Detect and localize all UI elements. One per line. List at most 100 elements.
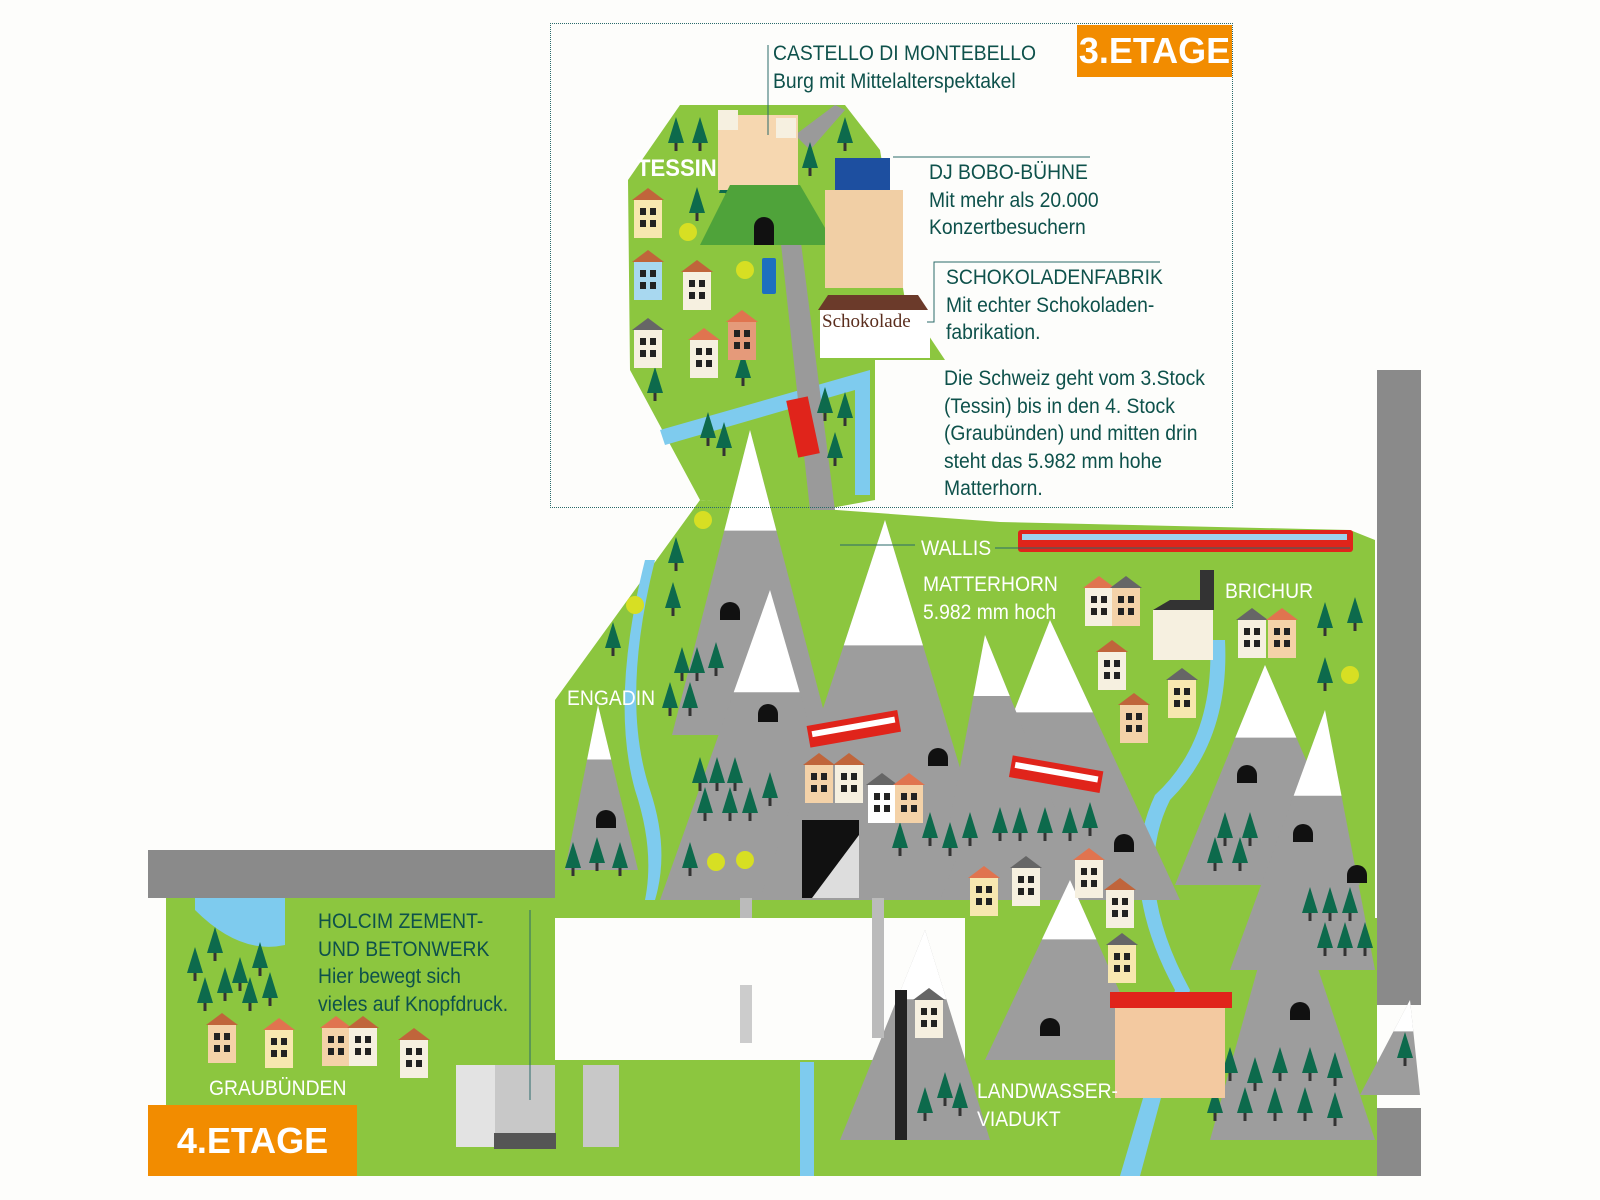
window bbox=[328, 1048, 334, 1055]
tree-trunk bbox=[1213, 863, 1217, 871]
holcim-title-2: UND BETONWERK bbox=[318, 937, 490, 961]
house-roof bbox=[833, 753, 865, 765]
tree-trunk bbox=[653, 393, 657, 401]
window bbox=[640, 270, 646, 277]
tree-trunk bbox=[571, 868, 575, 876]
callout-castello: CASTELLO DI MONTEBELLO Burg mit Mittelal… bbox=[773, 40, 1036, 95]
tree bbox=[197, 977, 213, 1003]
tree-trunk bbox=[823, 413, 827, 421]
house-roof bbox=[1083, 576, 1115, 588]
window bbox=[931, 1020, 937, 1027]
church-roof bbox=[1153, 600, 1213, 610]
window bbox=[901, 793, 907, 800]
tree-trunk bbox=[1323, 683, 1327, 691]
tree-trunk bbox=[1403, 1058, 1407, 1066]
window bbox=[271, 1038, 277, 1045]
bobo-text-1: Mit mehr als 20.000 bbox=[929, 188, 1099, 212]
tree bbox=[762, 772, 778, 798]
window bbox=[650, 220, 656, 227]
window bbox=[640, 350, 646, 357]
window bbox=[355, 1036, 361, 1043]
yellow-tree bbox=[626, 596, 644, 614]
tree-trunk bbox=[733, 783, 737, 791]
snow-cap bbox=[1041, 880, 1097, 940]
window bbox=[1126, 725, 1132, 732]
tree-trunk bbox=[741, 378, 745, 386]
house-roof bbox=[803, 753, 835, 765]
window bbox=[1114, 672, 1120, 679]
window bbox=[901, 805, 907, 812]
mountain bbox=[565, 705, 638, 870]
window bbox=[281, 1038, 287, 1045]
bobo-stage bbox=[835, 158, 890, 193]
window bbox=[650, 350, 656, 357]
tree-trunk bbox=[1228, 1073, 1232, 1081]
tree bbox=[735, 352, 751, 378]
road bbox=[780, 235, 835, 510]
tree bbox=[242, 977, 258, 1003]
window bbox=[1254, 640, 1260, 647]
house-roof bbox=[320, 1016, 352, 1028]
window bbox=[406, 1060, 412, 1067]
window bbox=[874, 805, 880, 812]
window bbox=[1174, 700, 1180, 707]
window bbox=[338, 1036, 344, 1043]
window bbox=[365, 1036, 371, 1043]
tree-trunk bbox=[695, 673, 699, 681]
snow-cap bbox=[724, 430, 777, 531]
tree-trunk bbox=[695, 213, 699, 221]
window bbox=[640, 282, 646, 289]
tree-trunk bbox=[768, 798, 772, 806]
tree bbox=[1207, 1087, 1223, 1113]
window bbox=[696, 348, 702, 355]
window bbox=[851, 773, 857, 780]
window bbox=[841, 785, 847, 792]
train-wallis bbox=[1018, 530, 1353, 552]
intro-line: (Tessin) bis in den 4. Stock bbox=[944, 394, 1175, 418]
etage3-frame bbox=[550, 23, 1233, 508]
tree bbox=[1357, 922, 1373, 948]
tree bbox=[802, 142, 818, 168]
tree bbox=[727, 757, 743, 783]
window bbox=[1174, 688, 1180, 695]
tree bbox=[1272, 1047, 1288, 1073]
window bbox=[650, 208, 656, 215]
tree-trunk bbox=[1323, 948, 1327, 956]
river-engadin bbox=[624, 560, 662, 900]
window bbox=[1254, 628, 1260, 635]
house-roof bbox=[206, 1013, 238, 1025]
window bbox=[884, 793, 890, 800]
window bbox=[214, 1045, 220, 1052]
tree bbox=[1207, 837, 1223, 863]
landwasser-title: LANDWASSER- bbox=[977, 1080, 1118, 1103]
window bbox=[1104, 672, 1110, 679]
tree-trunk bbox=[1343, 948, 1347, 956]
window bbox=[1284, 640, 1290, 647]
tree-trunk bbox=[671, 608, 675, 616]
window bbox=[224, 1045, 230, 1052]
schoko-text-2: fabrikation. bbox=[946, 321, 1041, 344]
tree-trunk bbox=[1243, 1113, 1247, 1121]
snow-cap bbox=[896, 930, 947, 1000]
yellow-tree bbox=[736, 261, 754, 279]
tree bbox=[207, 927, 223, 953]
house bbox=[1098, 652, 1126, 690]
tree bbox=[682, 682, 698, 708]
house-roof bbox=[968, 866, 1000, 878]
tree bbox=[827, 432, 843, 458]
tree bbox=[662, 682, 678, 708]
snow-cap bbox=[973, 635, 1010, 697]
house bbox=[915, 1000, 943, 1038]
tree bbox=[692, 117, 708, 143]
tree bbox=[1217, 812, 1233, 838]
window bbox=[365, 1048, 371, 1055]
window bbox=[911, 805, 917, 812]
house bbox=[1168, 680, 1196, 718]
tunnel-portal bbox=[1290, 1002, 1310, 1020]
house-roof bbox=[1236, 608, 1268, 620]
window bbox=[811, 773, 817, 780]
tree-trunk bbox=[1303, 1113, 1307, 1121]
house-roof bbox=[347, 1016, 379, 1028]
window bbox=[214, 1033, 220, 1040]
